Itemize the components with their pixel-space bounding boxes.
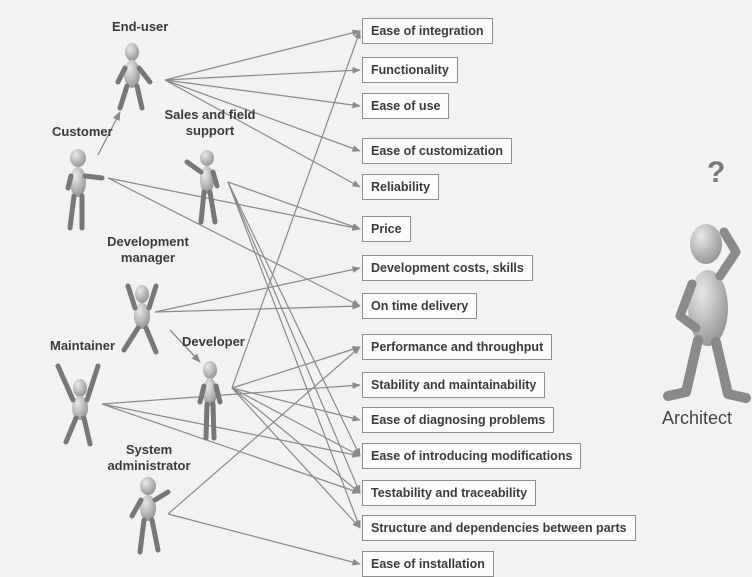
relationship-arrow <box>107 177 361 307</box>
concern-box: On time delivery <box>362 293 478 319</box>
developer-figure <box>197 361 223 441</box>
stakeholder-maintainer: Maintainer <box>50 338 116 353</box>
concern-box: Functionality <box>362 57 458 83</box>
concern-box: Development costs, skills <box>362 255 533 281</box>
relationship-arrow <box>101 403 361 458</box>
relationship-arrow <box>227 181 361 230</box>
concern-box: Ease of introducing modifications <box>362 443 582 469</box>
relationship-arrow <box>231 387 361 457</box>
stakeholder-devmgr: Development manager <box>107 234 189 265</box>
sales-figure <box>184 150 220 225</box>
relationship-arrow <box>164 79 361 188</box>
stakeholder-end-user: End-user <box>112 19 169 34</box>
concern-box: Price <box>362 216 411 242</box>
concern-box: Testability and traceability <box>362 480 537 506</box>
stakeholder-sales: Sales and field support <box>164 107 256 138</box>
stakeholder-developer: Developer <box>182 334 245 349</box>
concern-box: Reliability <box>362 174 440 200</box>
relationship-arrow <box>227 181 361 529</box>
architect-label: Architect <box>662 408 733 428</box>
devmgr-figure <box>121 283 159 355</box>
relationship-arrow <box>231 30 361 389</box>
customer-to-enduser-arrow <box>97 111 121 156</box>
relationship-arrow <box>154 266 361 313</box>
relationship-arrow <box>167 513 361 566</box>
relationship-arrow <box>154 302 361 313</box>
concern-box: Stability and maintainability <box>362 372 546 398</box>
stakeholder-customer: Customer <box>52 124 113 139</box>
relationship-arrow <box>231 387 361 494</box>
devmgr-to-developer-arrow <box>169 329 201 363</box>
relationship-arrow <box>227 181 361 457</box>
concern-box: Ease of installation <box>362 551 494 577</box>
relationship-arrows <box>101 29 361 566</box>
relationship-arrow <box>231 346 361 389</box>
question-mark-icon: ? <box>707 156 726 189</box>
concern-box: Ease of diagnosing problems <box>362 407 555 433</box>
concern-box: Performance and throughput <box>362 334 553 360</box>
concern-box: Ease of integration <box>362 18 493 44</box>
relationship-arrow <box>231 387 361 529</box>
relationship-arrow <box>164 79 361 109</box>
concern-box: Ease of use <box>362 93 450 119</box>
relationship-arrow <box>227 181 361 494</box>
concern-box: Ease of customization <box>362 138 512 164</box>
concern-box: Structure and dependencies between parts <box>362 515 636 541</box>
architect-figure <box>663 224 751 403</box>
sysadmin-figure <box>129 477 171 555</box>
end-user-figure <box>115 43 153 111</box>
relationship-arrow <box>107 177 361 231</box>
relationship-arrow <box>164 79 361 152</box>
customer-figure <box>65 149 105 231</box>
relationship-arrow <box>101 403 361 494</box>
maintainer-figure <box>55 363 101 447</box>
stakeholder-sysadmin: System administrator <box>107 442 191 473</box>
relationship-arrow <box>167 346 361 515</box>
relationship-arrow <box>164 67 361 81</box>
relationship-arrow <box>164 29 361 81</box>
relationship-arrow <box>101 382 361 405</box>
